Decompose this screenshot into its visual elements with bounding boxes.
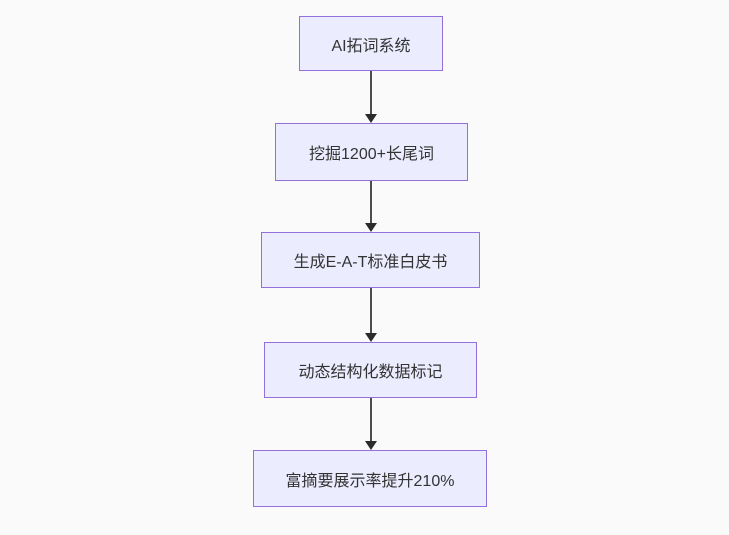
flow-arrow-2 xyxy=(364,181,378,232)
node-label: 生成E-A-T标准白皮书 xyxy=(293,254,448,271)
arrow-line xyxy=(370,398,372,441)
flow-arrow-3 xyxy=(364,288,378,342)
node-label: AI拓词系统 xyxy=(331,37,411,55)
arrow-line xyxy=(370,71,372,114)
arrow-head-icon xyxy=(365,333,377,342)
flowchart-node-generate-eat-whitepaper: 生成E-A-T标准白皮书 xyxy=(261,232,480,288)
flowchart-node-rich-snippet-rate-increase: 富摘要展示率提升210% xyxy=(253,450,487,507)
arrow-line xyxy=(370,181,372,223)
arrow-line xyxy=(370,288,372,333)
flow-arrow-4 xyxy=(364,398,378,450)
flow-arrow-1 xyxy=(364,71,378,123)
flowchart-node-mine-longtail-keywords: 挖掘1200+长尾词 xyxy=(275,123,468,181)
arrow-head-icon xyxy=(365,441,377,450)
flowchart-node-ai-word-expansion-system: AI拓词系统 xyxy=(299,16,443,71)
node-label: 挖掘1200+长尾词 xyxy=(309,146,434,163)
arrow-head-icon xyxy=(365,223,377,232)
arrow-head-icon xyxy=(365,114,377,123)
flowchart-node-dynamic-structured-data-markup: 动态结构化数据标记 xyxy=(264,342,477,398)
node-label: 动态结构化数据标记 xyxy=(298,364,443,381)
node-label: 富摘要展示率提升210% xyxy=(285,472,455,490)
